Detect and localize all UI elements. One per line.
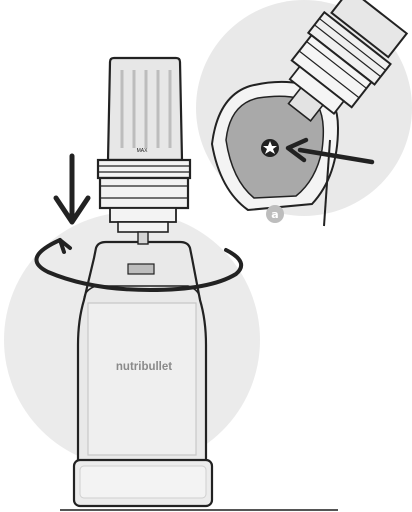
brand-logo: nutribullet: [116, 361, 172, 373]
cup-max-mark: MAX: [137, 148, 149, 154]
callout-badge: a: [266, 205, 284, 223]
star-icon: [261, 139, 279, 157]
callout-letter: a: [271, 208, 278, 221]
cup: MAX: [96, 56, 192, 245]
pointer-arrow-icon: [285, 137, 375, 165]
down-arrow-icon: [53, 153, 91, 225]
motor-base: nutribullet: [60, 240, 338, 511]
activation-slot: [127, 263, 155, 275]
detail-inset: MAX a: [196, 0, 412, 227]
rotate-arrow-icon: [34, 238, 244, 293]
blade-collar: [96, 158, 192, 180]
blade-shaft: [137, 231, 149, 245]
